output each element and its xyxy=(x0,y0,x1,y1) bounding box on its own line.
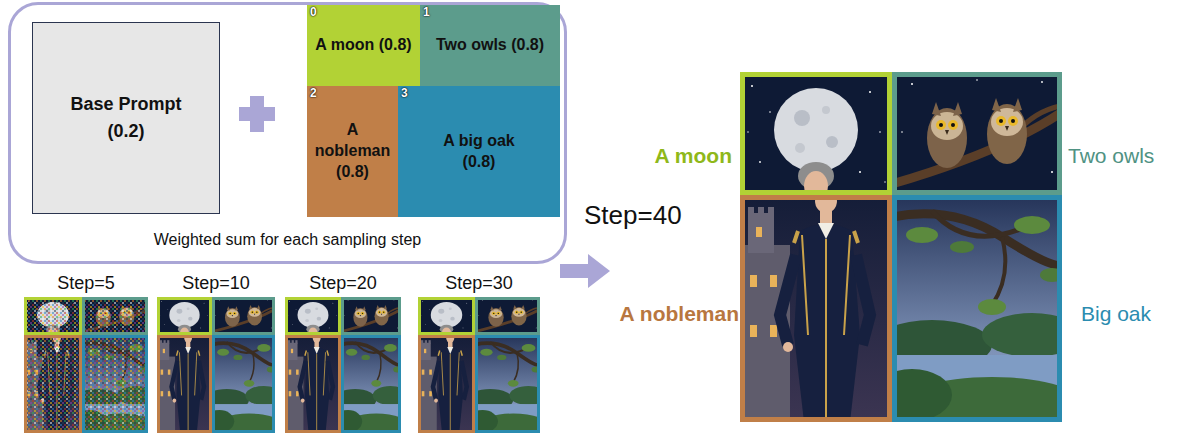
region-label: Two owls (0.8) xyxy=(436,35,544,56)
region-index: 2 xyxy=(310,87,317,100)
image-frame: Big oak xyxy=(892,195,1062,422)
plus-sign xyxy=(239,107,275,121)
step-label: Step=40 xyxy=(584,200,682,231)
region-label: A moon (0.8) xyxy=(315,35,411,56)
region-index: 3 xyxy=(401,87,408,100)
frame-label: A nobleman xyxy=(620,301,739,326)
weighted-sum-panel: Weighted sum for each sampling step Base … xyxy=(8,2,567,264)
region-index: 0 xyxy=(310,6,317,19)
frame-label: A moon xyxy=(655,143,732,168)
image-frame: A nobleman xyxy=(740,195,892,422)
region-box: 3 A big oak (0.8) xyxy=(398,86,560,217)
step-thumbnail xyxy=(157,297,284,436)
result-image xyxy=(740,72,1087,436)
box-text: (0.2) xyxy=(107,118,144,145)
image-frame: Two owls xyxy=(892,72,1062,195)
box-text: Base Prompt xyxy=(70,91,181,118)
region-box: 2 A nobleman (0.8) xyxy=(307,86,398,217)
region-label: A nobleman (0.8) xyxy=(311,120,394,182)
frame-label: Two owls xyxy=(1068,143,1154,168)
result-arrow xyxy=(560,254,610,288)
step-thumbnail xyxy=(418,297,550,436)
region-index: 1 xyxy=(423,6,430,19)
base-prompt-box: Base Prompt(0.2) xyxy=(32,22,220,214)
step-label: Step=10 xyxy=(182,273,250,295)
step-thumbnail xyxy=(285,297,410,436)
step-thumbnail xyxy=(24,297,158,436)
step-label: Step=20 xyxy=(309,273,377,295)
step-label: Step=30 xyxy=(445,273,513,295)
panel-caption: Weighted sum for each sampling step xyxy=(11,231,564,249)
frame-label: Big oak xyxy=(1081,301,1151,326)
step-label: Step=5 xyxy=(57,273,115,295)
region-box: 1Two owls (0.8) xyxy=(420,5,560,86)
image-frame: A moon xyxy=(740,72,892,195)
region-label: A big oak (0.8) xyxy=(429,131,529,173)
region-box: 0 A moon (0.8) xyxy=(307,5,420,86)
